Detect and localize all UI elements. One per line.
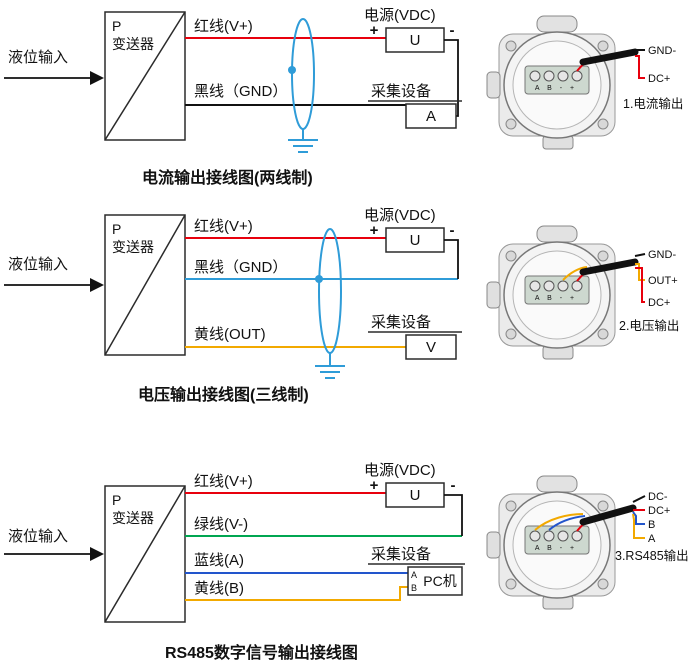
section-caption: 电流输出接线图(两线制) <box>142 168 313 187</box>
power-supply: 电源(VDC) + U - <box>364 462 463 536</box>
device-name: 变送器 <box>112 510 154 526</box>
photo-caption: 3.RS485输出 <box>615 548 689 563</box>
power-box-label: U <box>410 487 421 504</box>
cable <box>579 504 637 526</box>
photo-label-dc: DC+ <box>648 297 670 309</box>
dc-lead <box>635 55 645 79</box>
transmitter-photo-rs485: A B - + DC- DC+ B A 3.RS485输出 <box>486 475 689 610</box>
photo-label-gnd: GND- <box>648 249 676 261</box>
transmitter-housing: A B - + <box>486 15 616 150</box>
collector-device: 采集设备 A <box>368 83 462 129</box>
transmitter-photo-voltage: A B - + GND- OUT+ DC+ 2.电压输出 <box>486 225 679 360</box>
collector-box-label: A <box>426 108 436 125</box>
input-label: 液位输入 <box>8 49 68 66</box>
red-wire-label: 红线(V+) <box>194 18 253 35</box>
photo-label-dc: DC+ <box>648 73 670 85</box>
power-title: 电源(VDC) <box>364 7 436 24</box>
yellow-wire <box>185 586 408 601</box>
photo-label-dcminus: DC- <box>648 491 668 503</box>
collector-title: 采集设备 <box>371 83 431 100</box>
collector-title: 采集设备 <box>371 314 431 331</box>
transmitter-box: P 变送器 <box>104 485 186 623</box>
out-lead <box>635 263 645 281</box>
collector-box-label: V <box>426 339 436 356</box>
blue-jumper <box>548 515 586 531</box>
green-wire-label: 绿线(V-) <box>194 516 248 533</box>
yellow-wire-label: 黄线(B) <box>194 580 244 597</box>
voltage-output-diagram: 液位输入 P 变送器 红线(V+) 黑线（GND） 黄线(OUT) 电源(VDC… <box>4 207 462 404</box>
yellow-jumper <box>534 513 584 531</box>
transmitter-housing: A B - + <box>486 225 616 360</box>
a-lead <box>632 513 645 539</box>
blue-wire-label: 蓝线(A) <box>194 552 244 569</box>
minus-wire <box>444 494 463 536</box>
input-label: 液位输入 <box>8 528 68 545</box>
out-wire-label: 黄线(OUT) <box>194 326 266 343</box>
transmitter-housing: A B - + <box>486 475 616 610</box>
shield-ground <box>315 228 345 379</box>
plus-sign: + <box>370 22 379 39</box>
photo-label-b: B <box>648 519 655 531</box>
minus-wire <box>444 239 459 279</box>
input-arrow <box>4 547 104 561</box>
input-label: 液位输入 <box>8 256 68 273</box>
b-lead <box>632 511 645 525</box>
dc-lead <box>635 267 645 303</box>
port-a-label: A <box>411 570 417 580</box>
photo-label-out: OUT+ <box>648 275 678 287</box>
yellow-jumper <box>562 266 588 281</box>
cable <box>579 258 639 276</box>
photo-label-gnd: GND- <box>648 45 676 57</box>
shield-ground <box>288 18 318 153</box>
photo-label-dcplus: DC+ <box>648 505 670 517</box>
photo-caption: 1.电流输出 <box>623 96 683 111</box>
photo-caption: 2.电压输出 <box>619 318 679 333</box>
section-caption: 电压输出接线图(三线制) <box>138 385 309 404</box>
terminal-letters: A B - + <box>535 85 577 92</box>
plus-sign: + <box>370 477 379 494</box>
rs485-output-diagram: 液位输入 P 变送器 红线(V+) 绿线(V-) 蓝线(A) 黄线(B) 电源(… <box>4 462 465 662</box>
transmitter-photo-current: A B - + GND- DC+ 1.电流输出 <box>486 15 683 150</box>
device-p: P <box>112 18 121 34</box>
red-wire-label: 红线(V+) <box>194 473 253 490</box>
minus-sign: - <box>450 222 455 239</box>
terminal-letters: A B - + <box>535 295 577 302</box>
photo-label-a: A <box>648 533 656 545</box>
power-box-label: U <box>410 32 421 49</box>
dcminus-lead <box>632 495 646 503</box>
power-supply: 电源(VDC) + U - <box>364 207 459 279</box>
collector-device: 采集设备 A B PC机 <box>368 546 465 596</box>
minus-sign: - <box>450 22 455 39</box>
power-box-label: U <box>410 232 421 249</box>
power-title: 电源(VDC) <box>364 462 436 479</box>
section-caption: RS485数字信号输出接线图 <box>165 643 358 662</box>
current-output-diagram: 液位输入 P 变送器 红线(V+) 黑线（GND） 电源(VDC) + U - <box>4 7 462 187</box>
terminal-letters: A B - + <box>535 545 577 552</box>
device-p: P <box>112 221 121 237</box>
input-arrow <box>4 71 104 85</box>
transmitter-box: P 变送器 <box>104 214 186 356</box>
black-wire-label: 黑线（GND） <box>194 83 287 100</box>
red-wire-label: 红线(V+) <box>194 218 253 235</box>
gnd-lead <box>634 253 646 257</box>
gnd-wire-label: 黑线（GND） <box>194 259 287 276</box>
transmitter-box: P 变送器 <box>104 11 186 141</box>
device-name: 变送器 <box>112 36 154 52</box>
plus-sign: + <box>370 222 379 239</box>
cable <box>579 48 639 66</box>
device-p: P <box>112 492 121 508</box>
minus-wire <box>444 39 459 117</box>
input-arrow <box>4 278 104 292</box>
power-title: 电源(VDC) <box>364 207 436 224</box>
port-b-label: B <box>411 583 417 593</box>
collector-title: 采集设备 <box>371 546 431 563</box>
power-supply: 电源(VDC) + U - <box>364 7 459 117</box>
minus-sign: - <box>451 477 456 494</box>
collector-box-label: PC机 <box>423 573 456 589</box>
collector-device: 采集设备 V <box>368 314 462 360</box>
device-name: 变送器 <box>112 239 154 255</box>
